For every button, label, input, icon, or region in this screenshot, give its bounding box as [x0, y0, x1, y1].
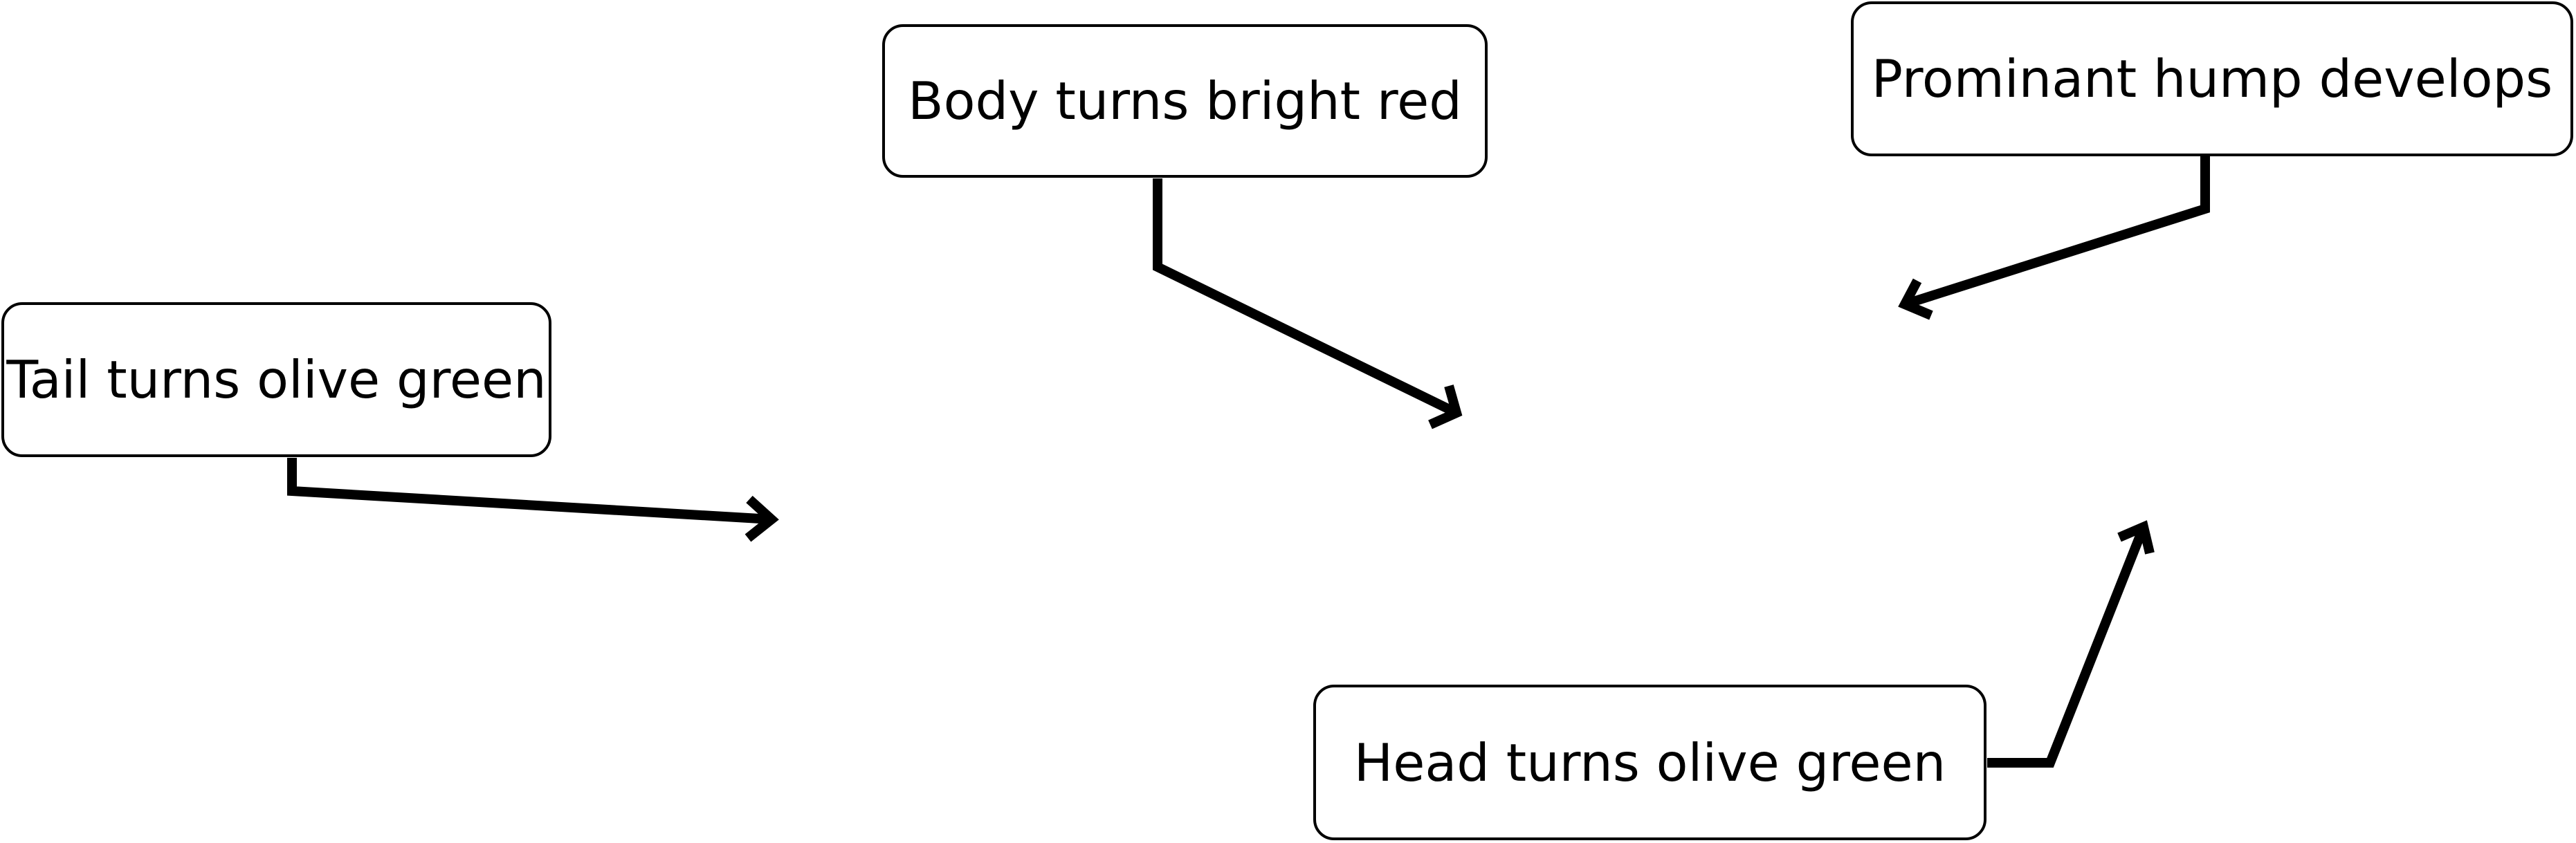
- head-arrowhead: [2117, 520, 2155, 555]
- body-connector-line: [1153, 178, 1459, 418]
- tail-connector-line: [287, 458, 772, 524]
- hump-connector-line: [1903, 156, 2210, 309]
- hump-arrowhead: [1898, 278, 1933, 320]
- head-connector-line: [1987, 525, 2148, 768]
- label-prominant-hump: Prominant hump develops: [1851, 1, 2573, 156]
- label-head-olive-green: Head turns olive green: [1313, 685, 1986, 840]
- label-tail-text: Tail turns olive green: [6, 349, 547, 410]
- label-hump-text: Prominant hump develops: [1871, 48, 2553, 109]
- tail-arrowhead: [745, 495, 779, 542]
- label-head-text: Head turns olive green: [1353, 732, 1946, 793]
- label-body-text: Body turns bright red: [908, 71, 1462, 131]
- label-tail-olive-green: Tail turns olive green: [1, 302, 551, 457]
- label-body-bright-red: Body turns bright red: [882, 24, 1488, 178]
- body-arrowhead: [1428, 385, 1463, 429]
